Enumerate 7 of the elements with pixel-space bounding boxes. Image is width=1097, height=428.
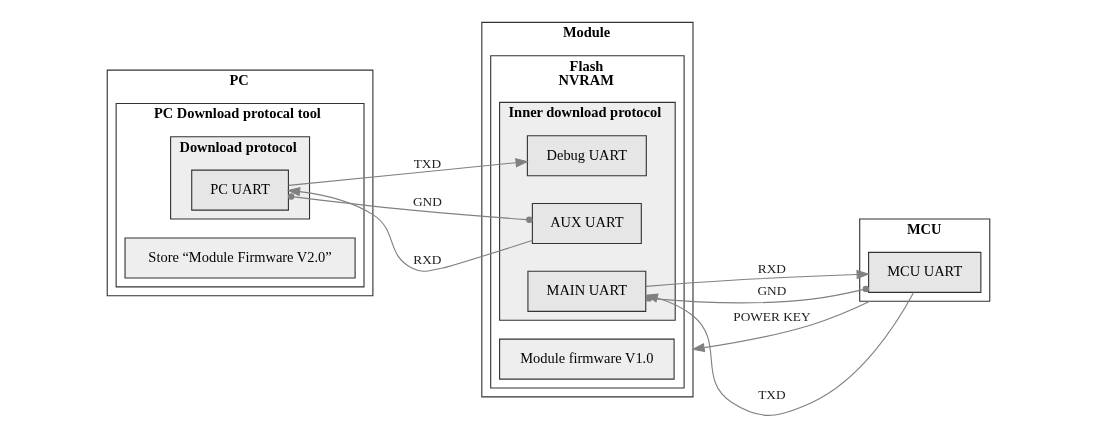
edge-label: TXD <box>413 155 442 170</box>
edge-label: GND <box>412 193 442 209</box>
edge-label: POWER KEY <box>733 308 811 324</box>
edge-label: RXD <box>757 260 786 276</box>
edge-label: RXD <box>413 251 442 267</box>
edge-label: GND <box>757 282 787 298</box>
edge-label: TXD <box>758 386 786 402</box>
